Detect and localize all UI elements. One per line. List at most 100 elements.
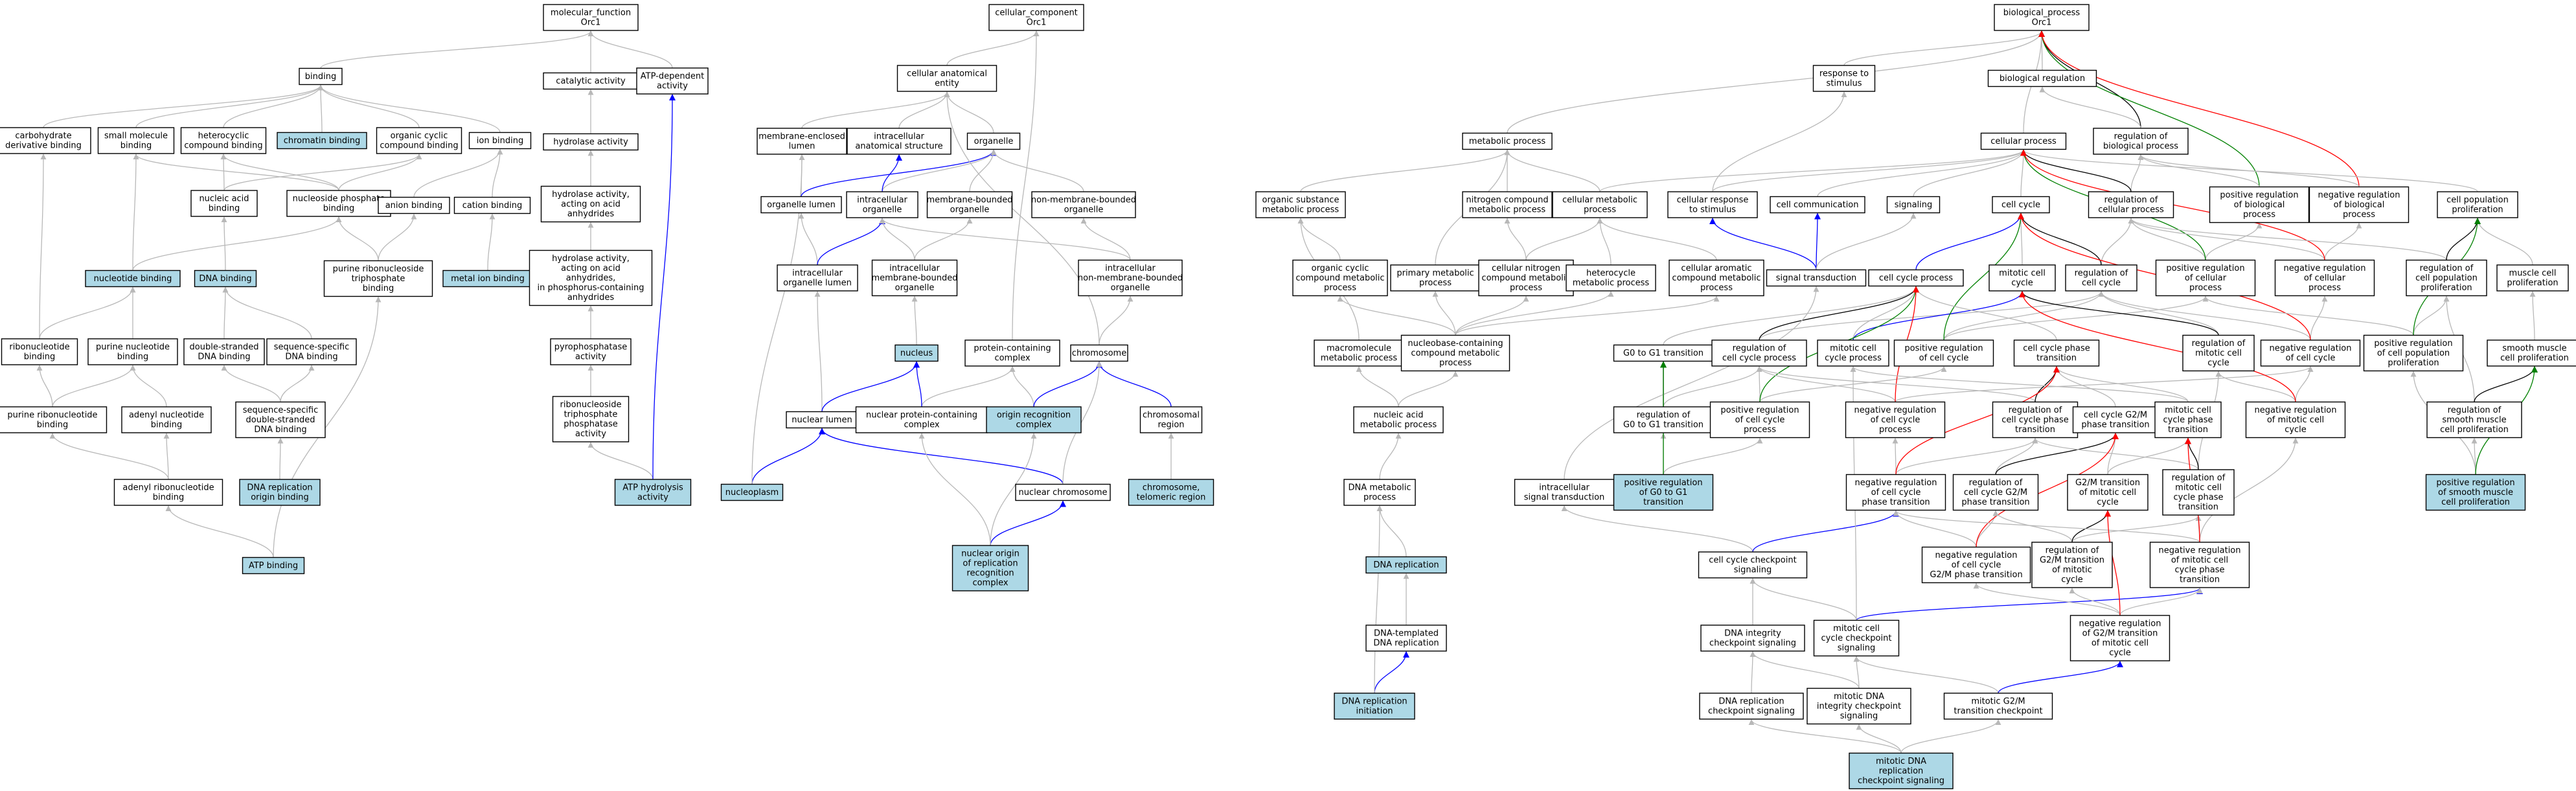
go-term-node-icnonmemb[interactable]: intracellularnon-membrane-boundedorganel…: [1078, 259, 1183, 297]
go-term-node-orglumen[interactable]: organelle lumen: [760, 196, 842, 214]
go-term-node-metalion[interactable]: metal ion binding: [442, 269, 533, 288]
go-term-node-nuctidebind[interactable]: nucleotide binding: [85, 269, 181, 288]
go-term-node-dnabind[interactable]: DNA binding: [194, 269, 257, 288]
go-term-node-atpbind[interactable]: ATP binding: [242, 556, 305, 575]
go-term-node-cellcomm[interactable]: cell communication: [1770, 196, 1865, 214]
go-term-node-ribotriphos[interactable]: ribonucleosidetriphosphatephosphataseact…: [552, 396, 630, 442]
go-term-node-binding[interactable]: binding: [299, 67, 343, 86]
go-term-node-hydacidphos[interactable]: hydrolase activity,acting on acidanhydri…: [529, 249, 653, 306]
go-term-node-sigtrans[interactable]: signal transduction: [1766, 269, 1867, 287]
go-term-node-nucchrom[interactable]: nuclear chromosome: [1015, 483, 1111, 501]
go-term-node-catalytic[interactable]: catalytic activity: [543, 72, 639, 90]
go-term-node-bioreg[interactable]: biological regulation: [1987, 69, 2097, 87]
go-term-node-ionbind[interactable]: ion binding: [468, 132, 532, 150]
go-term-node-hydrolase[interactable]: hydrolase activity: [543, 133, 639, 151]
go-term-node-organelle[interactable]: organelle: [966, 132, 1021, 150]
go-term-node-nuclumen[interactable]: nuclear lumen: [786, 411, 858, 429]
go-term-node-signaling[interactable]: signaling: [1886, 196, 1941, 214]
go-term-node-nucleus[interactable]: nucleus: [895, 344, 939, 362]
go-term-node-ccproc[interactable]: cell cycle process: [1868, 269, 1964, 287]
go-term-node-dnarep[interactable]: DNA replication: [1365, 556, 1447, 574]
go-term-node-cellcycle[interactable]: cell cycle: [1992, 196, 2050, 214]
go-term-node-cation[interactable]: cation binding: [453, 196, 531, 214]
go-term-node-metab[interactable]: metabolic process: [1462, 132, 1553, 150]
go-term-node-nucleoplasm[interactable]: nucleoplasm: [720, 483, 784, 501]
go-term-node-g0g1[interactable]: G0 to G1 transition: [1613, 344, 1714, 362]
